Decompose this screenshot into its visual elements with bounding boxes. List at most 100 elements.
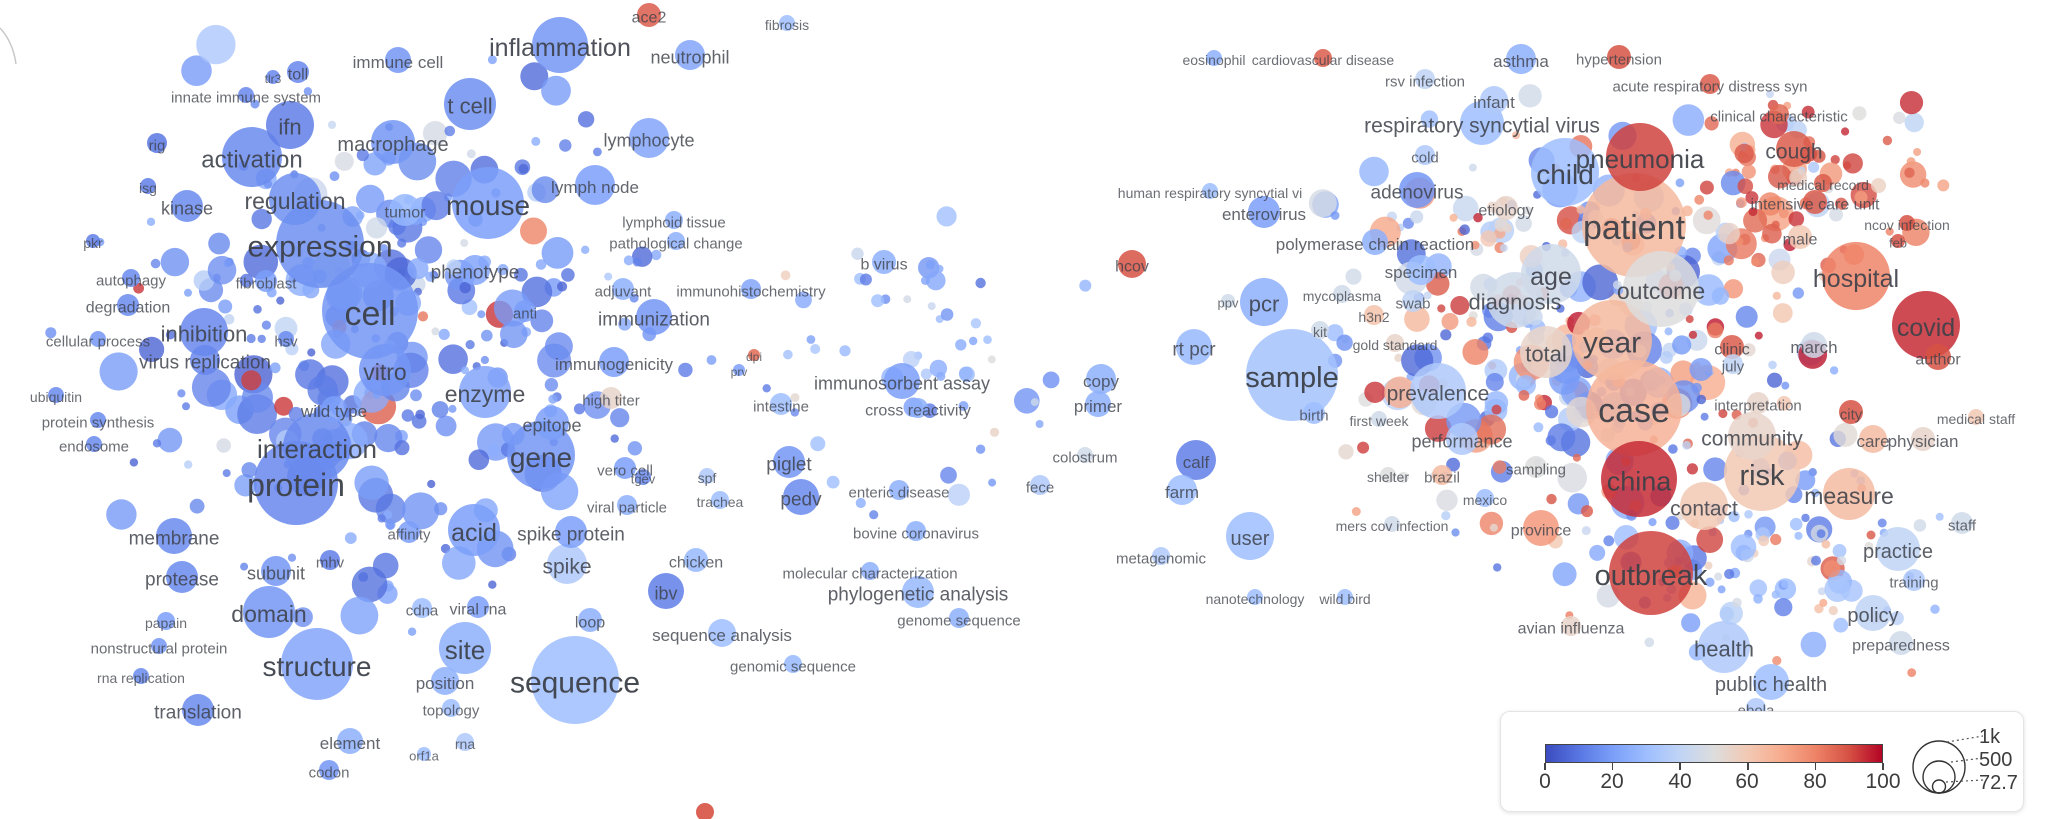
term-bubble[interactable] [385,47,411,73]
term-bubble[interactable] [1364,305,1384,325]
term-label[interactable]: position [416,674,475,693]
term-label[interactable]: loop [575,615,605,632]
term-bubble[interactable] [1337,589,1353,605]
term-label[interactable]: cellular process [46,333,150,350]
term-bubble[interactable] [617,495,637,515]
term-label[interactable]: patient [1583,209,1686,247]
term-label[interactable]: measure [1804,483,1893,509]
term-bubble[interactable] [140,178,156,194]
term-bubble[interactable] [1525,456,1547,478]
term-bubble[interactable] [190,345,220,375]
term-bubble[interactable] [460,255,490,285]
term-bubble[interactable] [1030,475,1050,495]
term-bubble[interactable] [1380,467,1396,483]
term-label[interactable]: viral rna [450,602,507,619]
term-bubble[interactable] [1167,475,1197,505]
term-label[interactable]: clinic [1714,342,1750,359]
term-bubble[interactable] [547,544,587,584]
term-bubble[interactable] [1968,409,1984,425]
term-label[interactable]: immunization [598,310,710,331]
term-bubble[interactable] [1240,278,1288,326]
term-bubble[interactable] [1925,344,1951,370]
term-label[interactable]: contact [1670,497,1738,520]
term-label[interactable]: outbreak [1595,560,1708,592]
term-label[interactable]: rna [455,736,475,752]
term-label[interactable]: colostrum [1052,449,1117,466]
term-bubble[interactable] [278,331,294,347]
term-label[interactable]: hsv [274,333,298,350]
term-label[interactable]: policy [1847,605,1898,627]
term-bubble[interactable] [1723,354,1743,374]
term-label[interactable]: training [1889,574,1938,591]
term-label[interactable]: community [1701,427,1803,450]
term-bubble[interactable] [222,127,282,187]
term-bubble[interactable] [442,699,460,717]
term-label[interactable]: enteric disease [849,484,950,501]
term-label[interactable]: human respiratory syncytial vi [1118,185,1302,201]
term-bubble[interactable] [48,387,64,403]
term-bubble[interactable] [555,516,587,548]
term-bubble[interactable] [321,396,347,422]
term-bubble[interactable] [635,469,651,485]
term-label[interactable]: birth [1299,407,1328,424]
term-bubble[interactable] [1432,465,1452,485]
term-bubble[interactable] [1776,131,1812,167]
term-bubble[interactable] [1226,512,1274,560]
term-bubble[interactable] [614,457,636,479]
term-bubble[interactable] [1480,86,1508,114]
term-label[interactable]: specimen [1385,263,1458,282]
term-label[interactable]: fece [1026,479,1054,496]
term-label[interactable]: total [1525,342,1567,367]
term-bubble[interactable] [86,234,100,248]
term-bubble[interactable] [637,3,661,27]
term-label[interactable]: mexico [1463,492,1508,508]
term-label[interactable]: mers cov infection [1336,518,1449,534]
term-label[interactable]: piglet [766,455,812,476]
term-bubble[interactable] [889,480,909,500]
term-label[interactable]: prevalence [1387,382,1490,405]
term-bubble[interactable] [261,556,291,586]
term-bubble[interactable] [456,733,474,751]
term-label[interactable]: gene [510,442,572,473]
term-label[interactable]: enterovirus [1222,205,1306,224]
term-label[interactable]: pathological change [609,235,742,252]
term-bubble[interactable] [578,608,602,632]
term-bubble[interactable] [151,638,167,654]
term-label[interactable]: medical record [1777,177,1869,193]
term-bubble[interactable] [1839,400,1863,424]
term-label[interactable]: cardiovascular disease [1252,52,1395,68]
term-label[interactable]: hospital [1813,265,1899,293]
term-bubble[interactable] [1747,392,1769,414]
term-label[interactable]: infant [1473,93,1515,112]
term-label[interactable]: nanotechnology [1206,591,1305,607]
term-bubble[interactable] [1609,531,1693,615]
term-label[interactable]: adjuvant [595,283,653,300]
term-label[interactable]: wild type [300,402,367,421]
term-bubble[interactable] [770,393,792,415]
term-label[interactable]: interpretation [1714,397,1802,414]
term-bubble[interactable] [1406,255,1436,285]
term-label[interactable]: lymphocyte [603,130,694,150]
term-label[interactable]: cross reactivity [865,403,971,420]
term-bubble[interactable] [1415,69,1435,89]
term-bubble[interactable] [1951,512,1973,534]
term-bubble[interactable] [1753,664,1789,700]
term-bubble[interactable] [514,300,536,322]
term-bubble[interactable] [1386,334,1404,352]
term-label[interactable]: sequence analysis [652,626,792,645]
term-label[interactable]: age [1530,263,1572,291]
term-bubble[interactable] [902,576,934,608]
term-label[interactable]: etiology [1478,203,1533,220]
term-label[interactable]: regulation [244,188,345,214]
term-bubble[interactable] [1728,412,1776,460]
term-bubble[interactable] [266,101,314,149]
term-bubble[interactable] [1889,631,1913,655]
term-label[interactable]: brazil [1424,469,1460,486]
term-bubble[interactable] [448,504,500,556]
term-label[interactable]: inflammation [489,34,631,62]
term-bubble[interactable] [711,491,729,509]
term-label[interactable]: prv [731,365,748,379]
term-label[interactable]: outcome [1617,278,1705,304]
term-bubble[interactable] [861,562,879,580]
